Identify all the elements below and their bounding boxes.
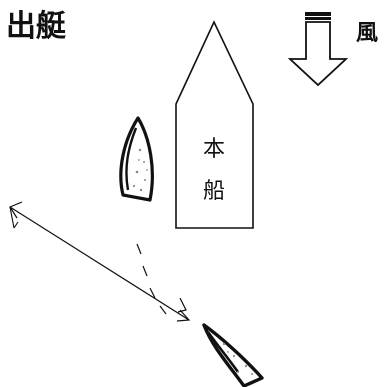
dinghy-departing	[202, 323, 264, 387]
mothership-hull	[175, 20, 254, 229]
wind-indicator: 風	[287, 12, 378, 87]
dashed-track	[136, 243, 187, 315]
mothership-label-line1: 本	[203, 137, 225, 162]
mothership: 本 船	[175, 20, 254, 229]
mothership-label-line2: 船	[203, 179, 225, 204]
dinghy-waiting	[119, 116, 154, 202]
down-arrow-icon	[287, 12, 349, 87]
wind-label: 風	[356, 21, 378, 46]
course-arrow	[9, 201, 191, 322]
diagram-title: 出艇	[6, 9, 66, 44]
